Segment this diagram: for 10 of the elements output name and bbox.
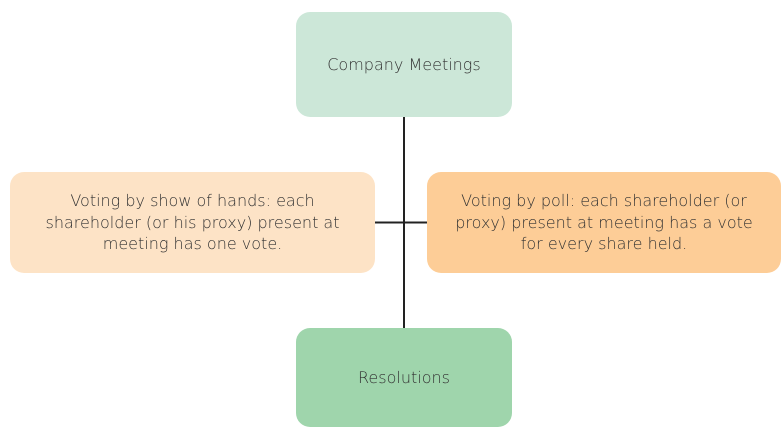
rounded-box [296,12,512,117]
rounded-box [10,172,375,273]
box-text: Voting by show of hands: each shareholder (or his proxy) present at meeting has one vote. [44,190,341,255]
box-text: Resolutions [358,366,450,388]
rounded-box [296,328,512,427]
connector-line [375,222,427,224]
connector-line [403,117,405,328]
box-text: Company Meetings [327,54,481,76]
rounded-box [427,172,781,273]
box-text: Voting by poll: each shareholder (or proxy) present at meeting has a vote for every share held. [454,190,754,255]
